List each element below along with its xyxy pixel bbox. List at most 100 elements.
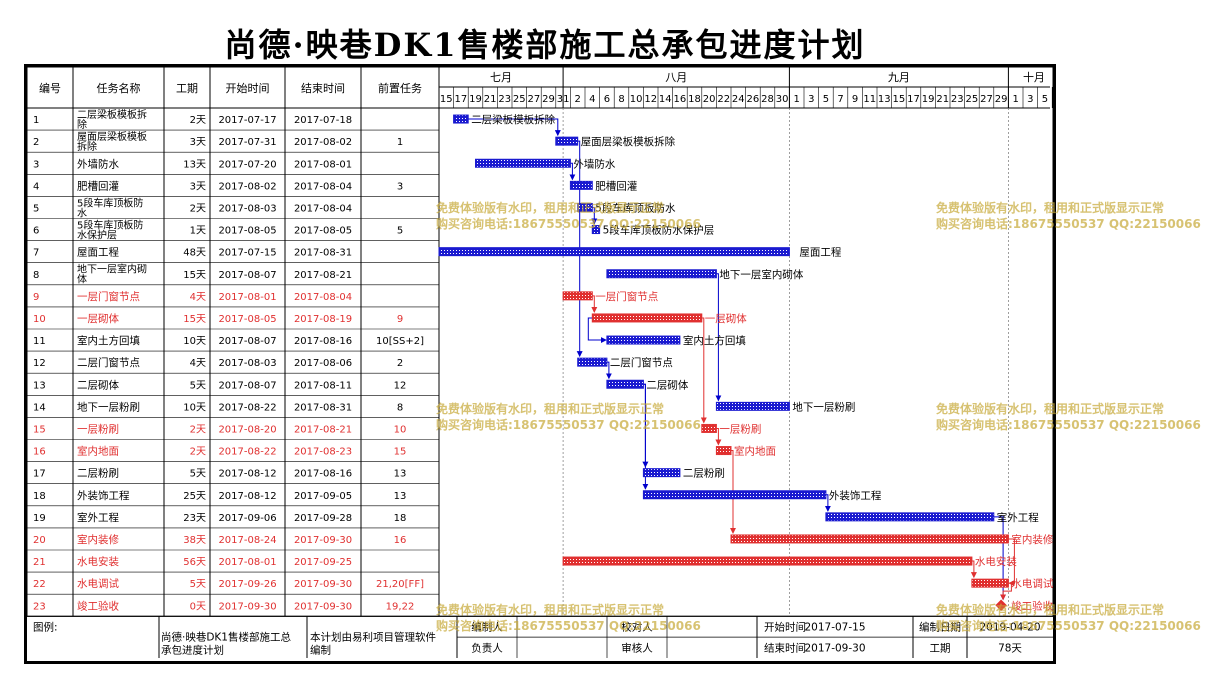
task-name: 二层门窗节点 bbox=[77, 356, 140, 369]
watermark: 免费体验版有水印，租用和正式版显示正常购买咨询电话:18675550537 QQ… bbox=[936, 603, 1201, 633]
bar-label: 室内装修 bbox=[1011, 533, 1053, 546]
gantt-bar bbox=[591, 225, 601, 235]
task-id: 8 bbox=[33, 270, 39, 281]
task-duration: 5天 bbox=[190, 579, 206, 590]
day-label: 18 bbox=[688, 94, 701, 105]
watermark: 免费体验版有水印，租用和正式版显示正常购买咨询电话:18675550537 QQ… bbox=[936, 201, 1201, 231]
task-start: 2017-07-17 bbox=[218, 115, 276, 126]
day-label: 4 bbox=[589, 94, 595, 105]
task-predecessors: 8 bbox=[397, 402, 403, 413]
task-end: 2017-09-28 bbox=[294, 513, 352, 524]
gantt-bar bbox=[562, 556, 973, 566]
task-predecessors: 5 bbox=[397, 226, 403, 237]
bar-label: 室内地面 bbox=[734, 445, 776, 458]
task-end: 2017-08-21 bbox=[294, 424, 352, 435]
day-label: 17 bbox=[455, 94, 468, 105]
task-id: 2 bbox=[33, 137, 39, 148]
day-label: 23 bbox=[951, 94, 964, 105]
day-label: 21 bbox=[484, 94, 497, 105]
day-label: 16 bbox=[674, 94, 687, 105]
task-duration: 0天 bbox=[190, 601, 206, 612]
bar-label: 5段车库顶板防水 bbox=[595, 201, 676, 214]
duration-value: 78天 bbox=[998, 643, 1022, 655]
task-start: 2017-08-24 bbox=[218, 535, 276, 546]
gantt-bar bbox=[453, 114, 469, 124]
day-label: 31 bbox=[557, 94, 570, 105]
watermark: 免费体验版有水印，租用和正式版显示正常购买咨询电话:18675550537 QQ… bbox=[936, 402, 1201, 432]
task-start: 2017-08-07 bbox=[218, 336, 276, 347]
month-label: 九月 bbox=[888, 71, 910, 84]
compiler-label: 编制人 bbox=[471, 621, 503, 634]
gantt-bar bbox=[701, 423, 717, 433]
month-label: 十月 bbox=[1023, 70, 1045, 84]
day-label: 24 bbox=[732, 94, 745, 105]
task-name: 一层粉刷 bbox=[77, 422, 119, 435]
task-end: 2017-09-30 bbox=[294, 601, 352, 612]
task-predecessors: 13 bbox=[394, 491, 407, 502]
task-name: 地下一层粉刷 bbox=[77, 400, 140, 413]
task-id: 18 bbox=[33, 491, 46, 502]
watermark: 免费体验版有水印，租用和正式版显示正常购买咨询电话:18675550537 QQ… bbox=[436, 603, 701, 633]
task-duration: 15天 bbox=[183, 314, 206, 325]
gantt-bar bbox=[715, 401, 790, 411]
day-label: 19 bbox=[469, 94, 482, 105]
day-label: 14 bbox=[659, 94, 672, 105]
day-label: 3 bbox=[808, 94, 814, 105]
gantt-bar bbox=[569, 180, 593, 190]
gantt-bar bbox=[475, 158, 571, 168]
task-name: 肥槽回灌 bbox=[77, 180, 119, 192]
dependency-link bbox=[970, 560, 977, 579]
gantt-bar bbox=[715, 446, 732, 456]
task-name: 屋面工程 bbox=[77, 247, 119, 259]
task-name: 一层砌体 bbox=[77, 313, 119, 325]
gantt-bar bbox=[562, 291, 593, 301]
task-start: 2017-08-01 bbox=[218, 557, 276, 568]
day-label: 8 bbox=[618, 94, 624, 105]
task-start: 2017-07-15 bbox=[218, 248, 276, 259]
task-predecessors: 10 bbox=[394, 424, 407, 435]
watermark: 免费体验版有水印，租用和正式版显示正常购买咨询电话:18675550537 QQ… bbox=[436, 201, 701, 231]
day-label: 1 bbox=[794, 94, 800, 105]
made-by-note: 编制 bbox=[310, 643, 331, 656]
task-end: 2017-08-04 bbox=[294, 203, 352, 214]
day-label: 29 bbox=[995, 94, 1008, 105]
task-name: 除 bbox=[77, 118, 87, 131]
task-start: 2017-09-06 bbox=[218, 513, 276, 524]
task-duration: 5天 bbox=[190, 469, 206, 480]
task-end: 2017-08-31 bbox=[294, 402, 352, 413]
task-end: 2017-08-21 bbox=[294, 270, 352, 281]
task-name: 外墙防水 bbox=[77, 157, 119, 170]
dependency-link bbox=[715, 427, 722, 446]
task-start: 2017-08-07 bbox=[218, 270, 276, 281]
task-duration: 48天 bbox=[183, 248, 206, 259]
task-duration: 3天 bbox=[190, 137, 206, 148]
task-end: 2017-08-02 bbox=[294, 137, 352, 148]
task-end: 2017-08-06 bbox=[294, 358, 352, 369]
column-header: 开始时间 bbox=[226, 81, 270, 95]
column-header: 编号 bbox=[39, 81, 61, 95]
dependency-link bbox=[605, 361, 612, 380]
day-label: 15 bbox=[893, 94, 906, 105]
month-label: 七月 bbox=[490, 71, 512, 84]
dependency-link bbox=[569, 162, 576, 181]
column-header: 结束时间 bbox=[301, 82, 345, 95]
start-time-value: 2017-07-15 bbox=[804, 622, 865, 634]
bar-label: 一层砌体 bbox=[705, 313, 747, 325]
task-duration: 23天 bbox=[183, 513, 206, 524]
task-id: 9 bbox=[33, 292, 39, 303]
day-label: 13 bbox=[878, 94, 891, 105]
task-duration: 2天 bbox=[190, 203, 206, 214]
task-predecessors: 21,20[FF] bbox=[376, 579, 424, 590]
day-label: 7 bbox=[837, 94, 843, 105]
task-start: 2017-07-31 bbox=[218, 137, 276, 148]
bar-label: 5段车库顶板防水保护层 bbox=[603, 224, 715, 237]
bar-label: 屋面工程 bbox=[799, 247, 841, 259]
task-start: 2017-08-12 bbox=[218, 491, 276, 502]
task-duration: 10天 bbox=[183, 402, 206, 413]
dependency-link bbox=[1000, 582, 1012, 601]
day-label: 6 bbox=[604, 94, 610, 105]
task-id: 12 bbox=[33, 358, 46, 369]
task-name: 室内地面 bbox=[77, 445, 119, 458]
made-by-note: 本计划由易利项目管理软件 bbox=[310, 630, 436, 643]
